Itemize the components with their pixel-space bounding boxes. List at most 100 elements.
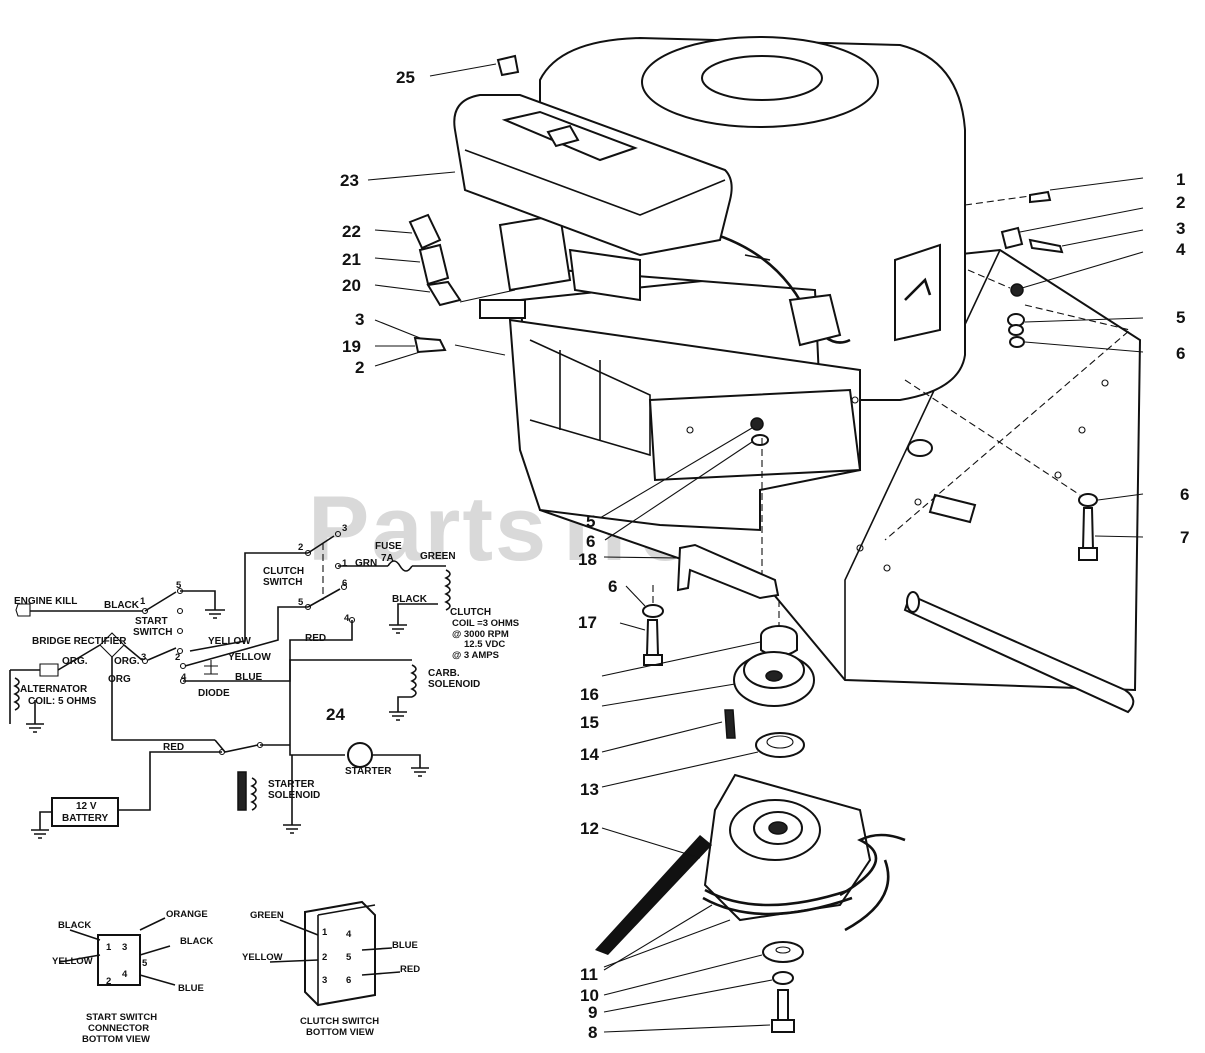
callout-6c: 6 xyxy=(608,577,617,596)
callout-7: 7 xyxy=(1180,528,1189,547)
sc-caption-0: START SWITCH xyxy=(86,1012,157,1023)
label-clutch-coil-3: 12.5 VDC xyxy=(464,639,505,650)
cc-pin-1: 1 xyxy=(322,927,328,938)
cc-pin-3: 3 xyxy=(322,975,327,986)
label-black1: BLACK xyxy=(104,600,140,611)
label-clutch-coil-0: CLUTCH xyxy=(450,607,491,618)
label-grn: GRN xyxy=(355,558,377,569)
pin-clutch-6: 6 xyxy=(342,578,347,589)
callout-13: 13 xyxy=(580,780,599,799)
label-blue: BLUE xyxy=(235,672,263,683)
sc-wire-orange: ORANGE xyxy=(166,909,208,920)
callout-6d: 6 xyxy=(586,532,595,551)
callout-17: 17 xyxy=(578,613,597,632)
callout-20: 20 xyxy=(342,276,361,295)
pin-start-1: 1 xyxy=(140,596,146,607)
pin-start-5: 5 xyxy=(176,580,182,591)
cc-wire-blue: BLUE xyxy=(392,940,418,951)
pin-clutch-1: 1 xyxy=(342,558,348,569)
pin-clutch-4: 4 xyxy=(344,613,350,624)
label-red2: RED xyxy=(163,742,184,753)
sc-pin-1: 1 xyxy=(106,942,112,953)
sc-pin-2: 2 xyxy=(106,976,111,987)
label-yellow2: YELLOW xyxy=(228,652,271,663)
callout-3: 3 xyxy=(1176,219,1185,238)
label-org3: ORG xyxy=(108,674,131,685)
label-yellow1: YELLOW xyxy=(208,636,251,647)
callout-23: 23 xyxy=(340,171,359,190)
callout-19: 19 xyxy=(342,337,361,356)
label-clutch-coil-1: COIL =3 OHMS xyxy=(452,618,519,629)
sc-wire-yellow: YELLOW xyxy=(52,956,93,967)
callout-5: 5 xyxy=(1176,308,1185,327)
label-battery-1: BATTERY xyxy=(62,813,108,824)
sc-pin-3: 3 xyxy=(122,942,127,953)
label-start-switch2: SWITCH xyxy=(133,627,172,638)
label-red1: RED xyxy=(305,633,326,644)
callout-5b: 5 xyxy=(586,512,595,531)
callout-14: 14 xyxy=(580,745,599,764)
label-diode: DIODE xyxy=(198,688,230,699)
leaders-left xyxy=(367,63,753,541)
cc-caption-1: BOTTOM VIEW xyxy=(306,1027,374,1038)
sc-pin-4: 4 xyxy=(122,969,128,980)
cc-pin-4: 4 xyxy=(346,929,352,940)
label-clutch-switch: CLUTCH xyxy=(263,566,304,577)
label-fuse: FUSE xyxy=(375,541,402,552)
callout-3b: 3 xyxy=(355,310,364,329)
label-black2: BLACK xyxy=(392,594,428,605)
pin-clutch-5: 5 xyxy=(298,597,304,608)
callout-9: 9 xyxy=(588,1003,597,1022)
callout-24: 24 xyxy=(326,705,345,724)
sc-caption-1: CONNECTOR xyxy=(88,1023,149,1034)
cc-wire-red: RED xyxy=(400,964,420,975)
label-bridge-rectifier: BRIDGE RECTIFIER xyxy=(32,636,127,647)
pin-start-2: 2 xyxy=(175,652,180,663)
engine-drawing xyxy=(408,36,1142,714)
label-starter-solenoid-1: SOLENOID xyxy=(268,790,320,801)
pin-clutch-2: 2 xyxy=(298,542,303,553)
callout-15: 15 xyxy=(580,713,599,732)
hardware-right xyxy=(750,177,1144,561)
label-battery-0: 12 V xyxy=(76,801,97,812)
callout-6: 6 xyxy=(1176,344,1185,363)
callout-2b: 2 xyxy=(355,358,364,377)
callout-16: 16 xyxy=(580,685,599,704)
cc-caption-0: CLUTCH SWITCH xyxy=(300,1016,379,1027)
label-alternator: ALTERNATOR xyxy=(20,684,88,695)
cc-wire-green: GREEN xyxy=(250,910,284,921)
cc-pin-6: 6 xyxy=(346,975,351,986)
label-start-switch: START xyxy=(135,616,168,627)
label-carb-solenoid-1: SOLENOID xyxy=(428,679,480,690)
sc-wire-black: BLACK xyxy=(58,920,91,931)
callout-10: 10 xyxy=(580,986,599,1005)
sc-caption-2: BOTTOM VIEW xyxy=(82,1034,150,1045)
label-clutch-coil-4: @ 3 AMPS xyxy=(452,650,499,661)
clutch-switch-connector-view: GREEN YELLOW BLUE RED 1 2 3 4 5 6 CLUTCH… xyxy=(242,900,420,1038)
label-fuse-rating: 7A xyxy=(381,553,394,564)
wiring-diagram: ENGINE KILL BLACK START SWITCH BRIDGE RE… xyxy=(9,523,519,839)
sc-wire-blue: BLUE xyxy=(178,983,204,994)
sc-wire-black2: BLACK xyxy=(180,936,213,947)
label-engine-kill: ENGINE KILL xyxy=(14,596,77,607)
callout-6b: 6 xyxy=(1180,485,1189,504)
callout-numbers: 1 2 3 4 5 6 6 7 8 9 10 11 12 13 14 15 16… xyxy=(326,68,1189,1042)
label-starter-solenoid-0: STARTER xyxy=(268,779,315,790)
label-clutch-switch2: SWITCH xyxy=(263,577,302,588)
callout-2: 2 xyxy=(1176,193,1185,212)
label-org1: ORG. xyxy=(62,656,88,667)
callout-11: 11 xyxy=(580,965,598,984)
label-clutch-coil-2: @ 3000 RPM xyxy=(452,629,509,640)
clutch-stack xyxy=(595,438,906,1033)
callout-22: 22 xyxy=(342,222,361,241)
callout-21: 21 xyxy=(342,250,361,269)
label-starter: STARTER xyxy=(345,766,392,777)
callout-8: 8 xyxy=(588,1023,597,1042)
label-green: GREEN xyxy=(420,551,456,562)
pin-clutch-3: 3 xyxy=(342,523,347,534)
callout-18: 18 xyxy=(578,550,597,569)
callout-25: 25 xyxy=(396,68,415,87)
pin-start-3: 3 xyxy=(141,652,146,663)
start-switch-connector-view: BLACK ORANGE BLACK YELLOW BLUE 1 3 2 4 5… xyxy=(52,909,213,1045)
